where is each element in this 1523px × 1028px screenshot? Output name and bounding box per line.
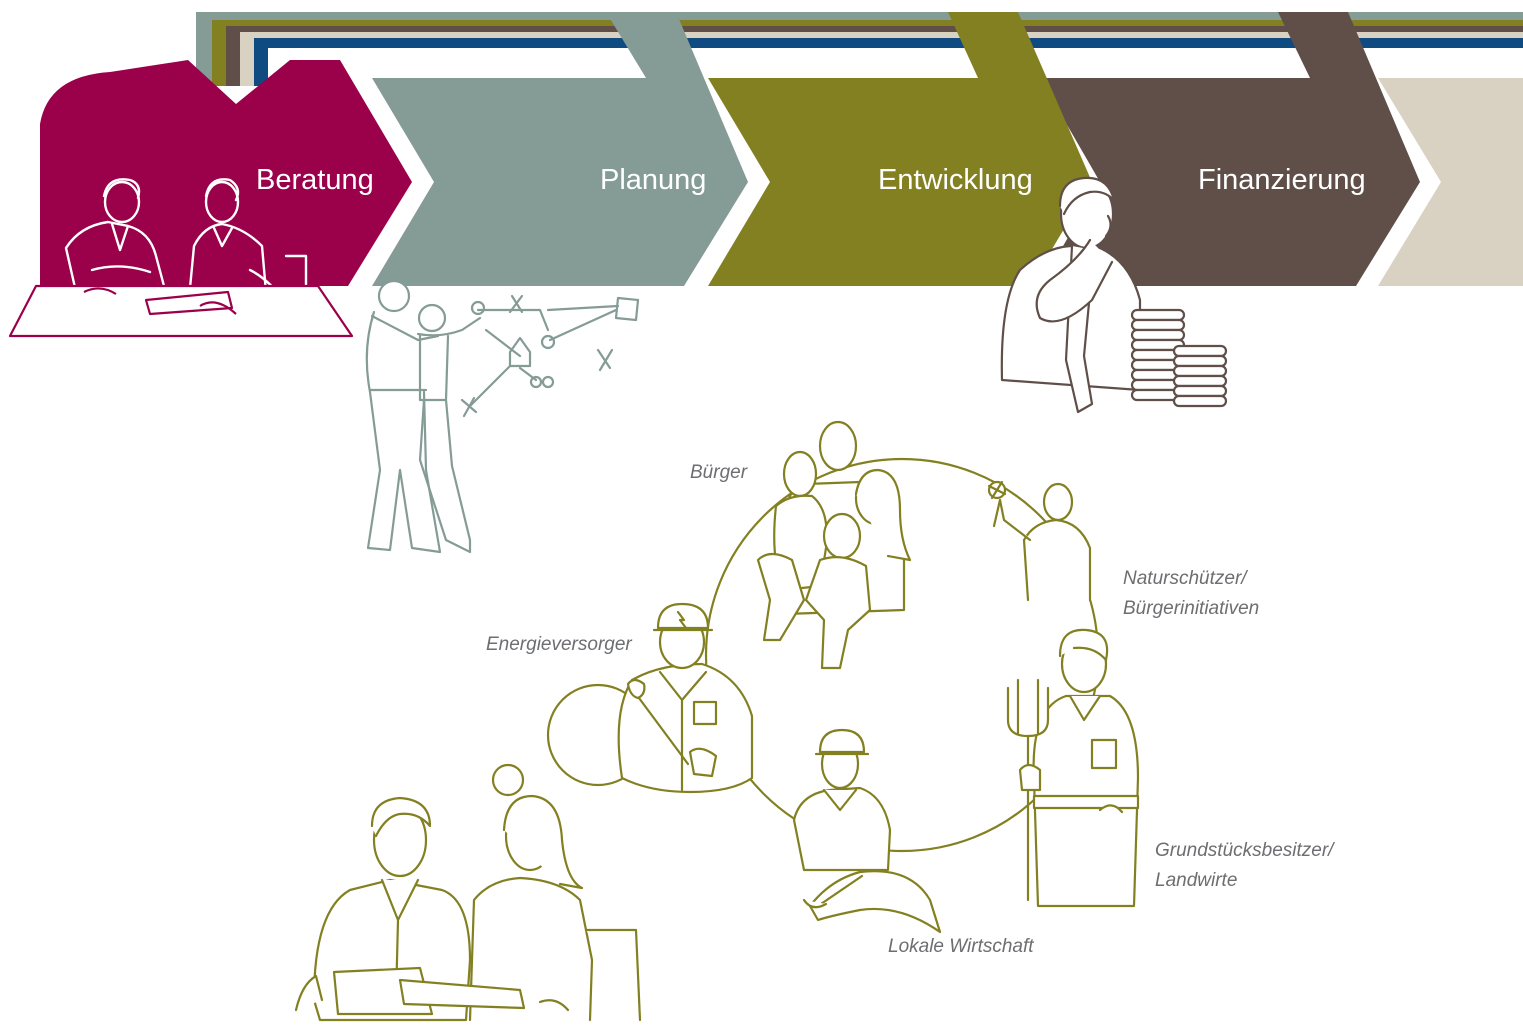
label-lokale-wirtschaft: Lokale Wirtschaft xyxy=(888,936,1034,957)
chevron-entwicklung xyxy=(708,12,1092,286)
label-buerger: Bürger xyxy=(690,462,748,483)
chevron-beratung xyxy=(40,60,412,286)
planners-whiteboard-icon xyxy=(365,279,640,554)
step-label-finanzierung: Finanzierung xyxy=(1198,164,1366,196)
chevron-planung xyxy=(372,12,748,286)
step-label-entwicklung: Entwicklung xyxy=(878,164,1033,196)
consultation-people-icon xyxy=(64,178,308,308)
process-chevrons: Beratung Planung Entwicklung Finanzierun… xyxy=(40,12,1523,286)
consultation-table xyxy=(8,284,354,338)
label-naturschuetzer-line2: Bürgerinitiativen xyxy=(1123,598,1259,619)
label-energieversorger: Energieversorger xyxy=(486,634,632,655)
chevron-5 xyxy=(1378,78,1523,286)
farmer-with-pitchfork-icon xyxy=(1006,628,1140,908)
local-business-worker-icon xyxy=(792,728,942,934)
step-label-planung: Planung xyxy=(600,164,706,196)
advisors-at-table-icon xyxy=(294,794,642,1022)
label-grundstuecksbesitzer-line1: Grundstücksbesitzer/ xyxy=(1155,840,1335,861)
energy-worker-icon xyxy=(617,602,754,794)
citizens-family-icon xyxy=(756,420,912,670)
coin-stack-2 xyxy=(1172,344,1228,408)
financier-with-coins-icon xyxy=(1000,176,1228,414)
label-naturschuetzer-line1: Naturschützer/ xyxy=(1123,568,1248,589)
stakeholder-labels: Bürger Naturschützer/ Bürgerinitiativen … xyxy=(486,462,1335,957)
thought-bubble-small xyxy=(491,763,525,797)
conservationist-icon xyxy=(987,480,1092,602)
label-grundstuecksbesitzer-line2: Landwirte xyxy=(1155,870,1237,891)
step-label-beratung: Beratung xyxy=(256,164,374,196)
chevron-finanzierung xyxy=(1040,12,1420,286)
